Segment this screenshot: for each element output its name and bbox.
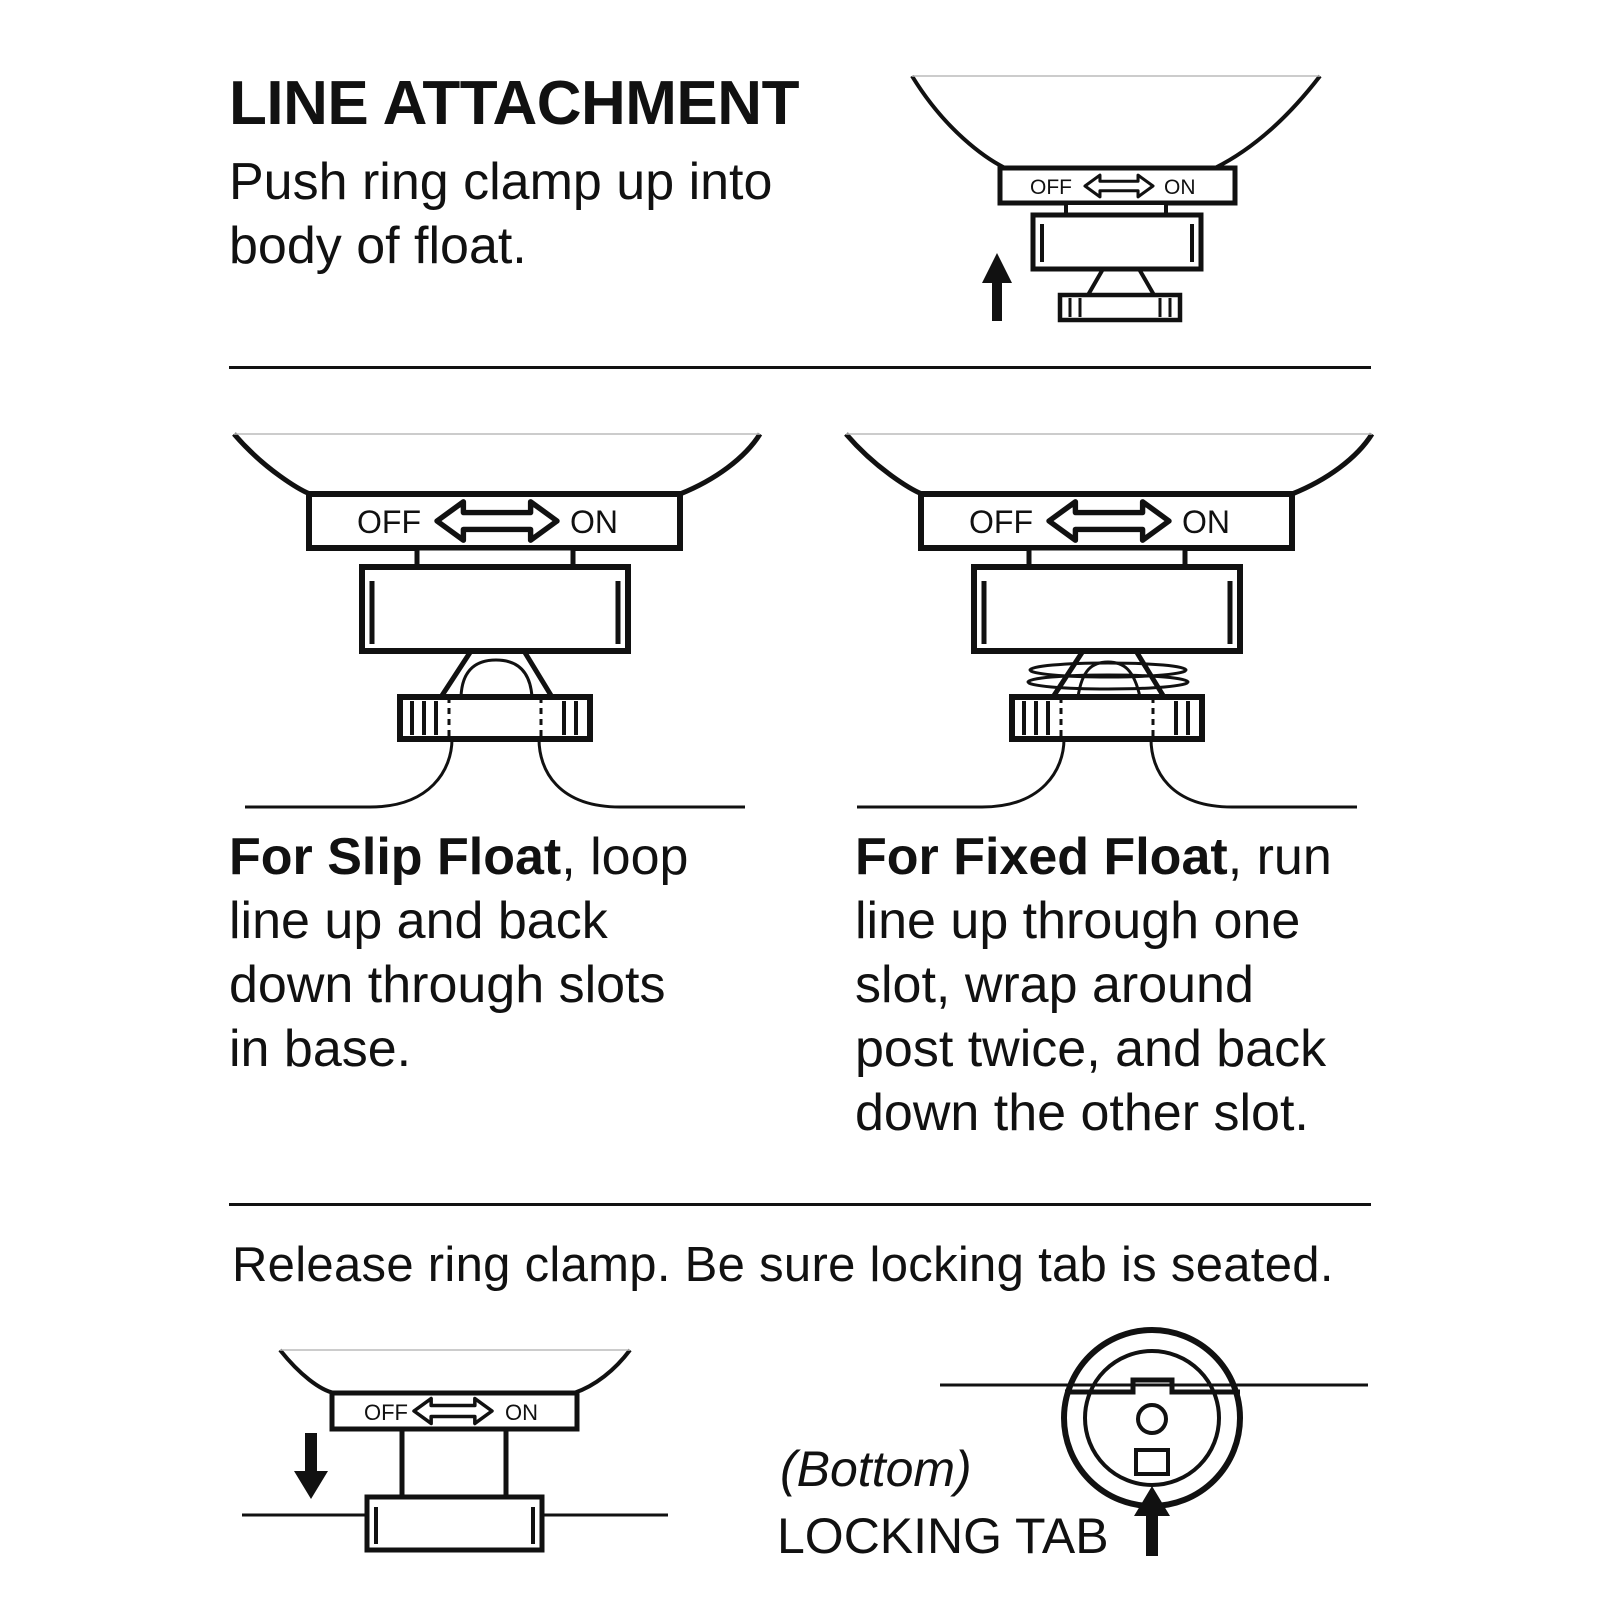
switch-on-label: ON xyxy=(570,504,618,540)
fixed-line-5: down the other slot. xyxy=(855,1084,1309,1142)
slip-heading: For Slip Float xyxy=(229,828,562,886)
divider-top xyxy=(229,366,1371,369)
fixed-line-4: post twice, and back xyxy=(855,1020,1327,1078)
fixed-line-3: slot, wrap around xyxy=(855,956,1254,1014)
switch-off-label: OFF xyxy=(1030,176,1072,199)
switch-off-label: OFF xyxy=(357,504,421,540)
slip-float-figure: OFF ON xyxy=(232,432,763,809)
intro-instruction: Push ring clamp up into body of float. xyxy=(229,150,772,278)
release-clamp-figure: OFF ON xyxy=(242,1348,668,1553)
slip-float-instruction: For Slip Float, loop line up and back do… xyxy=(229,825,688,1081)
slip-line-4: in base. xyxy=(229,1020,412,1078)
fixed-heading: For Fixed Float xyxy=(855,828,1228,886)
page-title: LINE ATTACHMENT xyxy=(229,69,799,138)
release-instruction: Release ring clamp. Be sure locking tab … xyxy=(232,1238,1334,1292)
bottom-view-label: (Bottom) xyxy=(780,1441,972,1497)
fixed-line-1-rest: , run xyxy=(1227,828,1332,886)
slip-line-1: For Slip Float, loop xyxy=(229,825,688,889)
up-arrow-icon xyxy=(982,253,1012,321)
switch-on-label: ON xyxy=(1182,504,1230,540)
intro-line-2: body of float. xyxy=(229,217,527,275)
divider-bottom xyxy=(229,1203,1371,1206)
fixed-line-2: line up through one xyxy=(855,892,1301,950)
locking-tab-label: LOCKING TAB xyxy=(777,1508,1109,1564)
intro-line-1: Push ring clamp up into xyxy=(229,153,773,211)
slip-line-1-rest: , loop xyxy=(561,828,689,886)
slip-line-2: line up and back xyxy=(229,892,608,950)
locking-tab-bottom-view xyxy=(940,1327,1368,1556)
down-arrow-icon xyxy=(294,1433,328,1499)
float-push-up-figure: OFF ON xyxy=(910,74,1322,323)
switch-on-label: ON xyxy=(1164,176,1196,199)
switch-off-label: OFF xyxy=(969,504,1033,540)
fixed-line-1: For Fixed Float, run xyxy=(855,825,1332,889)
fixed-float-instruction: For Fixed Float, run line up through one… xyxy=(855,825,1332,1145)
slip-line-3: down through slots xyxy=(229,956,666,1014)
switch-on-label: ON xyxy=(505,1400,538,1425)
fixed-float-figure: OFF ON xyxy=(844,432,1375,809)
switch-off-label: OFF xyxy=(364,1400,408,1425)
up-arrow-icon xyxy=(1134,1486,1170,1556)
